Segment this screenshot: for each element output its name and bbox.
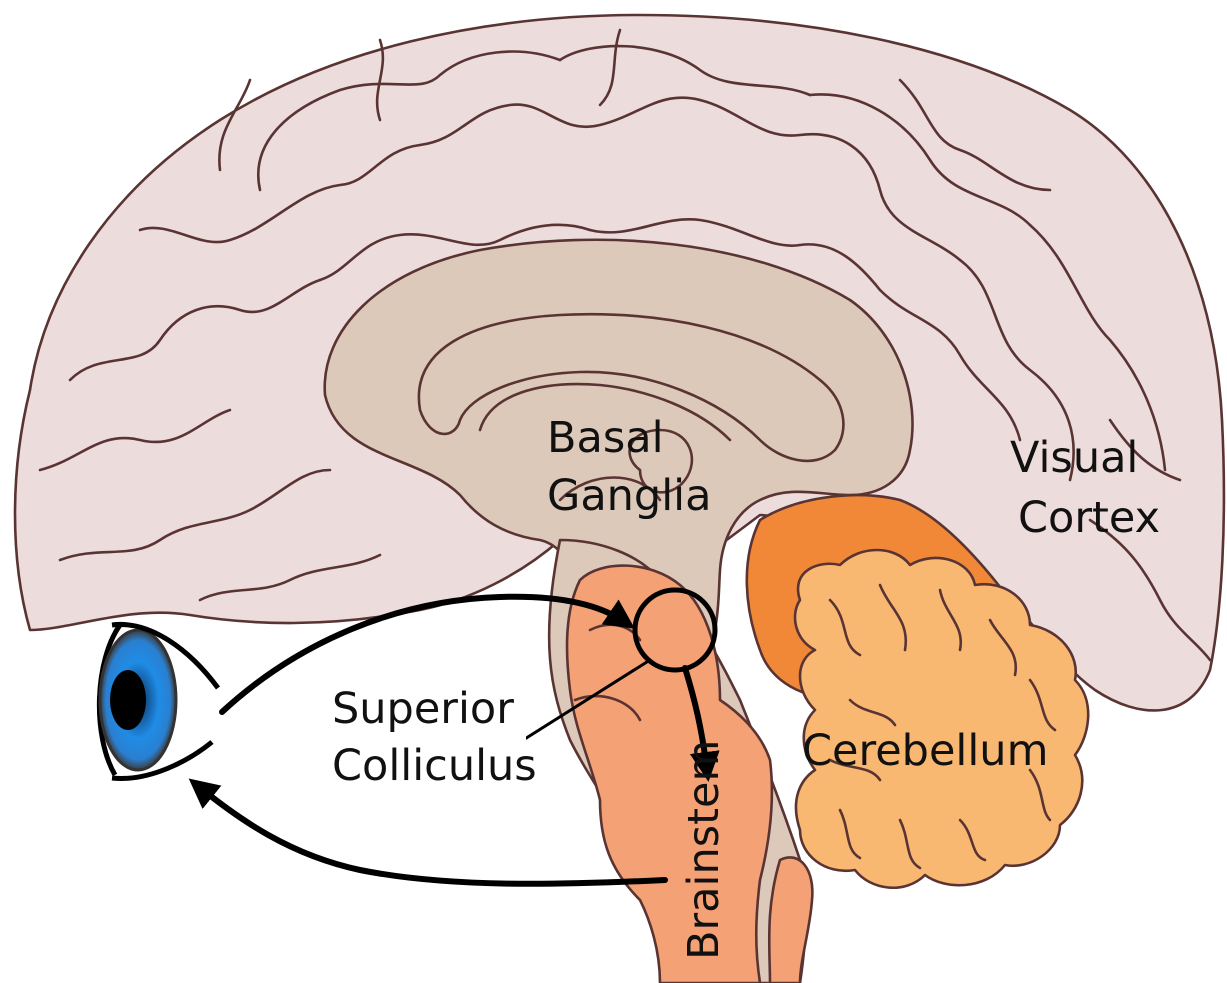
label-colliculus: Colliculus <box>332 741 537 791</box>
label-ganglia: Ganglia <box>547 471 711 521</box>
label-visual: Visual <box>1010 433 1138 483</box>
arrow-brainstem-to-eye <box>198 786 665 884</box>
label-cerebellum: Cerebellum <box>802 726 1048 776</box>
label-cortex: Cortex <box>1018 493 1160 543</box>
label-superior: Superior <box>332 684 514 734</box>
spinal-cord <box>769 857 812 983</box>
label-brainstem: Brainstem <box>679 740 729 960</box>
eye-icon <box>99 624 218 778</box>
label-superior-colliculus: Superior Colliculus <box>326 680 537 798</box>
label-basal: Basal <box>547 413 664 463</box>
